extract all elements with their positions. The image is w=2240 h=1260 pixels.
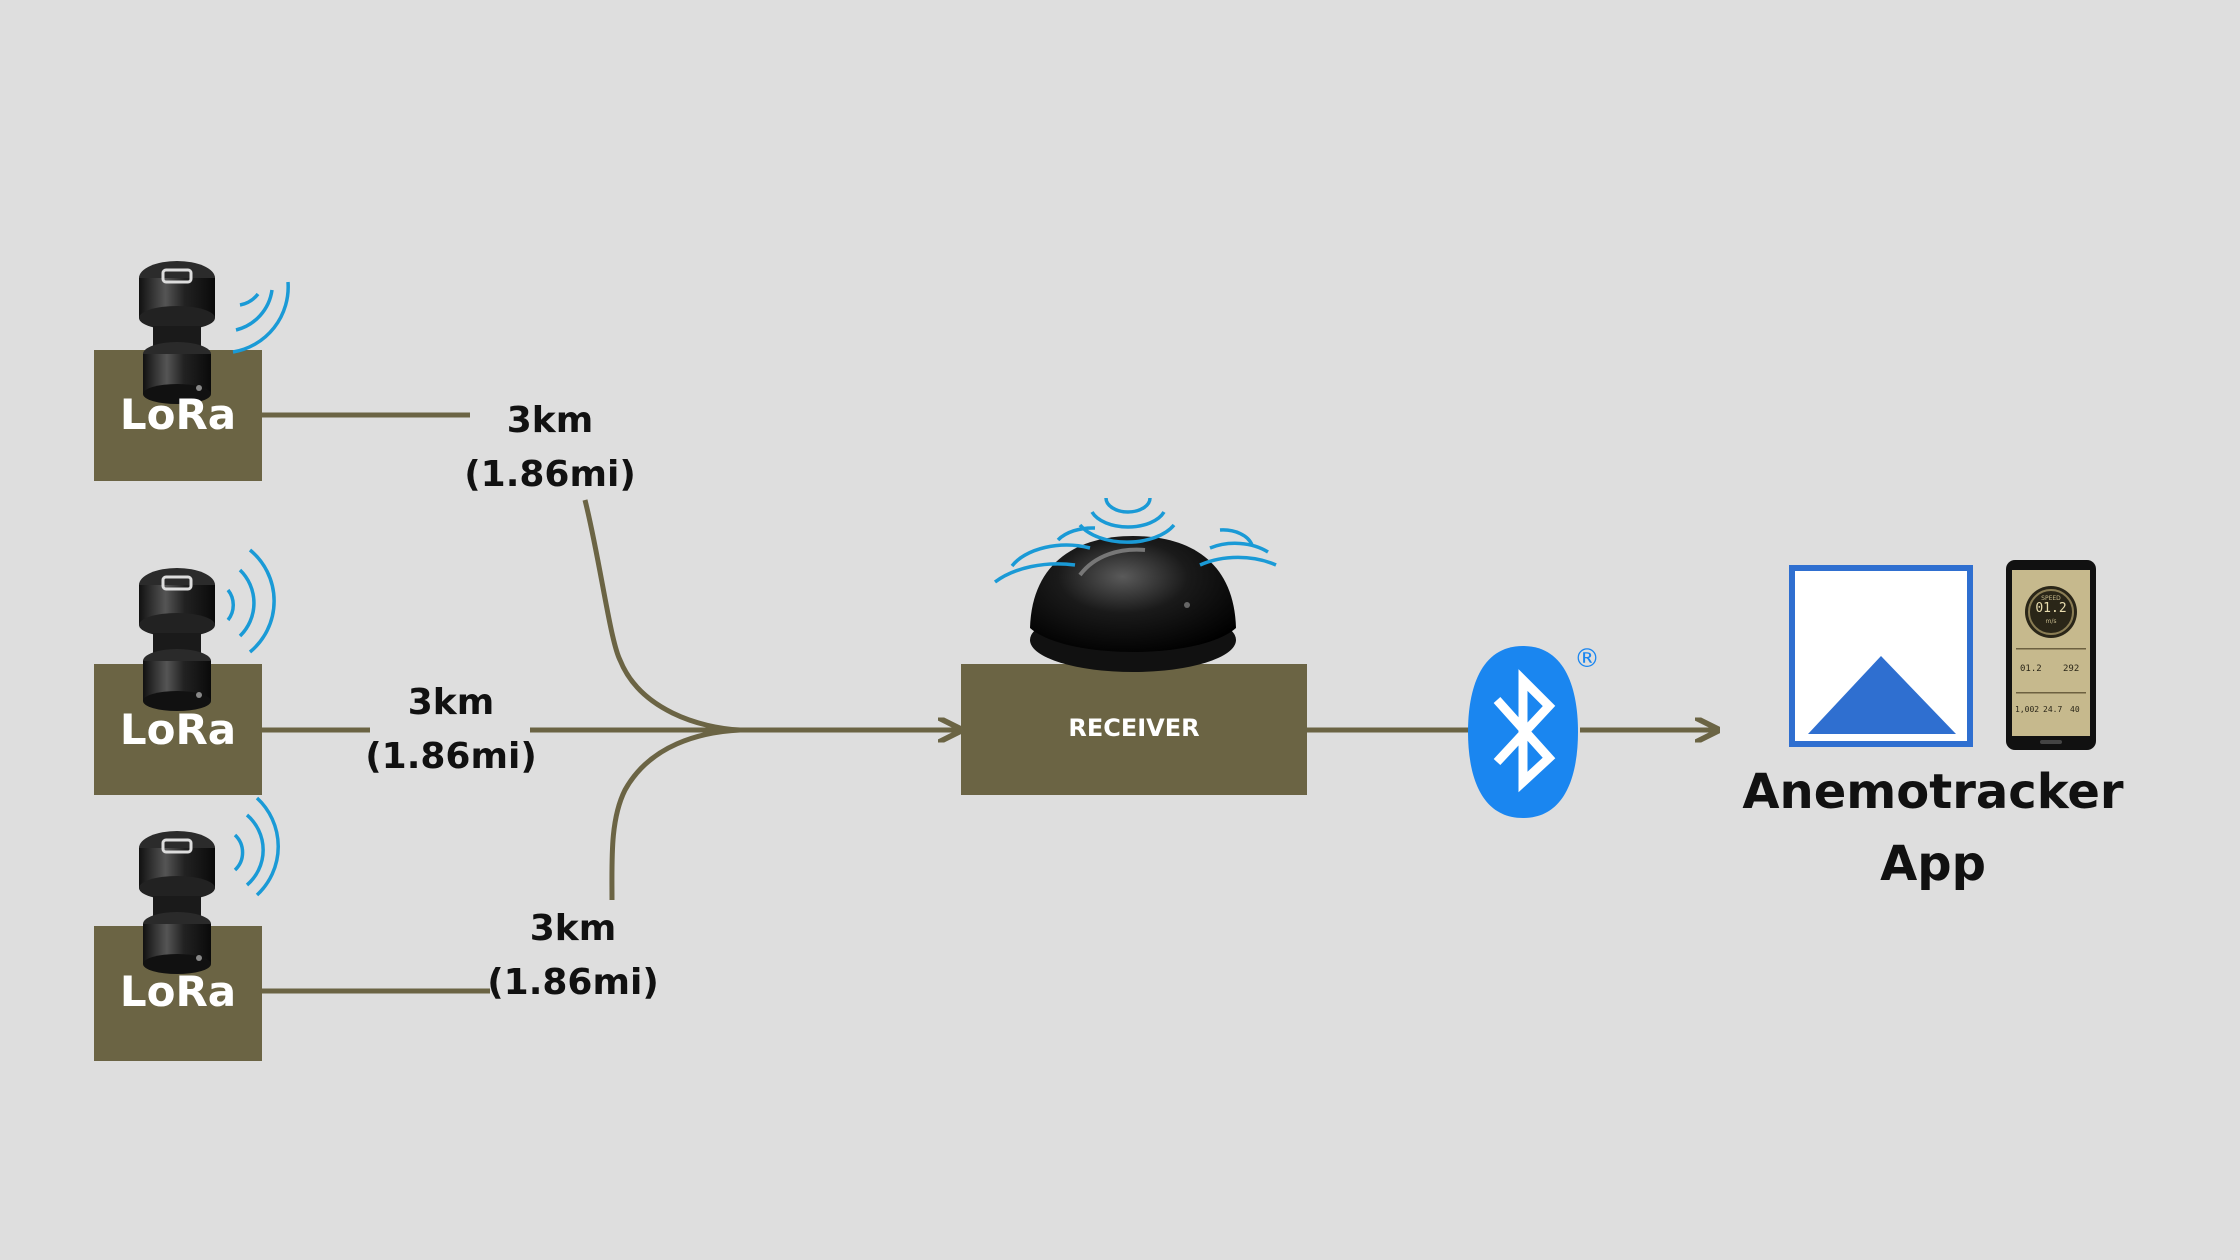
anemometer-icon xyxy=(137,259,217,406)
signal-waves-icon xyxy=(232,281,290,354)
distance-mi: (1.86mi) xyxy=(464,454,636,495)
distance-mi: (1.86mi) xyxy=(487,962,659,1003)
receiver-signal-waves-icon xyxy=(993,497,1277,584)
distance-km: 3km xyxy=(506,400,594,441)
sensor-3-label: LoRa xyxy=(119,967,237,1016)
distance-label-middle: 3km (1.86mi) xyxy=(331,676,571,784)
anemometer-icon xyxy=(137,566,217,713)
anemotracker-logo-icon xyxy=(1789,565,1973,747)
receiver-dome-icon xyxy=(1030,536,1236,672)
app-name-line2: App xyxy=(1880,836,1986,892)
phone-row2-a: 1,002 xyxy=(2015,705,2040,714)
signal-waves-icon xyxy=(226,548,276,654)
sensor-node-2 xyxy=(94,548,276,795)
sensor-1-label: LoRa xyxy=(119,390,237,439)
phone-speed-value: 01.2 xyxy=(2035,601,2067,616)
registered-mark: ® xyxy=(1574,644,1600,674)
receiver-label: RECEIVER xyxy=(1068,714,1200,742)
distance-label-bottom: 3km (1.86mi) xyxy=(453,902,693,1010)
bluetooth-icon xyxy=(1468,646,1578,818)
phone-row1-a: 01.2 xyxy=(2020,664,2042,674)
link-line-top-curve xyxy=(582,499,741,733)
sensor-node-3 xyxy=(94,796,280,1061)
receiver-node xyxy=(961,497,1307,795)
sensor-2-label: LoRa xyxy=(119,705,237,754)
phone-speed-label: SPEED xyxy=(2041,595,2061,602)
phone-speed-unit: m/s xyxy=(2045,618,2057,625)
receiver-box xyxy=(961,664,1307,795)
phone-row1-b: 292 xyxy=(2063,664,2080,674)
distance-label-top: 3km (1.86mi) xyxy=(430,394,670,502)
sensor-node-1 xyxy=(94,259,290,481)
smartphone-icon xyxy=(2006,560,2096,750)
signal-waves-icon xyxy=(233,796,280,897)
app-name: Anemotracker App xyxy=(1723,756,2143,900)
anemometer-icon xyxy=(137,829,217,976)
distance-km: 3km xyxy=(407,682,495,723)
distance-mi: (1.86mi) xyxy=(365,736,537,777)
phone-row2-b: 24.7 xyxy=(2043,705,2063,714)
phone-row2-c: 40 xyxy=(2070,705,2080,714)
link-line-bottom-curve xyxy=(609,727,741,901)
distance-km: 3km xyxy=(529,908,617,949)
app-name-line1: Anemotracker xyxy=(1742,764,2124,820)
